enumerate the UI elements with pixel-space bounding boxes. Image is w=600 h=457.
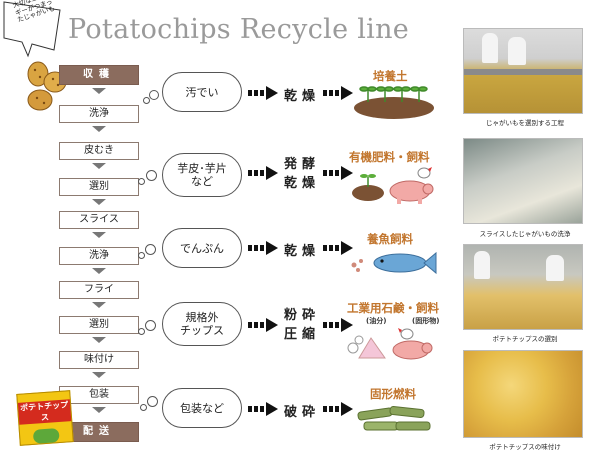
process-shred: 破砕	[284, 405, 321, 420]
bubble-medium	[146, 170, 157, 181]
step-wash: 洗浄	[59, 105, 139, 123]
fish-icon	[351, 251, 437, 275]
thought-cloud-off-spec-chips: 規格外 チップス	[162, 302, 242, 346]
step-season: 味付け	[59, 351, 139, 369]
soap-pig-chicken-icon	[347, 328, 433, 360]
bubble-medium	[145, 244, 156, 255]
product-culture-soil: 培養土	[373, 69, 408, 83]
product-sub-solid: (固形物)	[412, 317, 440, 325]
chevron-down-icon	[92, 163, 106, 169]
arrow-right-icon	[323, 166, 353, 180]
thought-cloud-starch: でんぷん	[162, 228, 242, 268]
arrow-right-icon	[248, 318, 278, 332]
soil-sprouts-icon	[354, 86, 434, 119]
bubble-medium	[145, 320, 156, 331]
package-label: ポテトチップス	[17, 399, 72, 425]
bubble-small	[140, 404, 147, 411]
product-sub-oil: (油分)	[366, 317, 387, 325]
step-peel: 皮むき	[59, 142, 139, 160]
product-solid-fuel: 固形燃料	[370, 387, 416, 401]
chevron-down-icon	[92, 302, 106, 308]
photo-chips-sorting	[463, 244, 583, 330]
process-ferment-dry: 発酵 乾燥	[284, 157, 321, 191]
arrow-right-icon	[323, 402, 353, 416]
thought-cloud-packaging: 包装など	[162, 388, 242, 428]
arrow-right-icon	[248, 166, 278, 180]
caption-potato-sorting: じゃがいもを選別する工程	[486, 119, 564, 127]
process-dry-2: 乾燥	[284, 244, 321, 259]
thought-cloud-sludge: 汚でい	[162, 72, 242, 112]
arrow-right-icon	[323, 241, 353, 255]
chevron-down-icon	[92, 88, 106, 94]
arrow-right-icon	[248, 241, 278, 255]
step-fry: フライ	[59, 281, 139, 299]
process-crush-compress: 粉砕 圧縮	[284, 308, 321, 342]
caption-slice-washing: スライスしたじゃがいもの洗浄	[479, 230, 571, 238]
page-title: Potatochips Recycle line	[68, 14, 410, 45]
caption-chips-sorting: ポテトチップスの選別	[492, 335, 558, 343]
photo-chips-seasoning	[463, 350, 583, 438]
chevron-down-icon	[92, 372, 106, 378]
soil-pig-chicken-icon	[352, 167, 434, 204]
caption-chips-seasoning: ポテトチップスの味付け	[489, 443, 561, 451]
photo-potato-sorting	[463, 28, 583, 114]
step-sort: 選別	[59, 178, 139, 196]
step-wash-2: 洗浄	[59, 247, 139, 265]
bubble-small	[138, 178, 145, 185]
step-package: 包装	[59, 386, 139, 404]
step-slice: スライス	[59, 211, 139, 229]
bubble-medium	[147, 396, 158, 407]
arrow-right-icon	[323, 86, 353, 100]
chevron-down-icon	[92, 126, 106, 132]
step-sort-2: 選別	[59, 316, 139, 334]
thought-cloud-peels: 芋皮･芋片 など	[162, 153, 242, 197]
bubble-small	[138, 328, 145, 335]
chevron-down-icon	[92, 199, 106, 205]
step-harvest: 収穫	[59, 65, 139, 85]
chevron-down-icon	[92, 337, 106, 343]
photo-slice-washing	[463, 138, 583, 224]
chevron-down-icon	[92, 407, 106, 413]
product-industrial-soap: 工業用石鹸・飼料	[347, 301, 439, 315]
product-fish-feed: 養魚飼料	[367, 232, 413, 246]
chevron-down-icon	[92, 268, 106, 274]
arrow-right-icon	[248, 86, 278, 100]
chevron-down-icon	[92, 232, 106, 238]
solid-fuel-icon	[357, 406, 431, 431]
product-organic-fertilizer: 有機肥料・飼料	[349, 150, 430, 164]
speech-banner	[3, 1, 61, 58]
chips-package-icon: ポテトチップス	[16, 390, 74, 446]
bubble-small	[143, 97, 150, 104]
process-dry: 乾燥	[284, 89, 321, 104]
bubble-small	[138, 252, 145, 259]
arrow-right-icon	[248, 402, 278, 416]
bubble-medium	[149, 90, 159, 100]
arrow-right-icon	[323, 318, 353, 332]
